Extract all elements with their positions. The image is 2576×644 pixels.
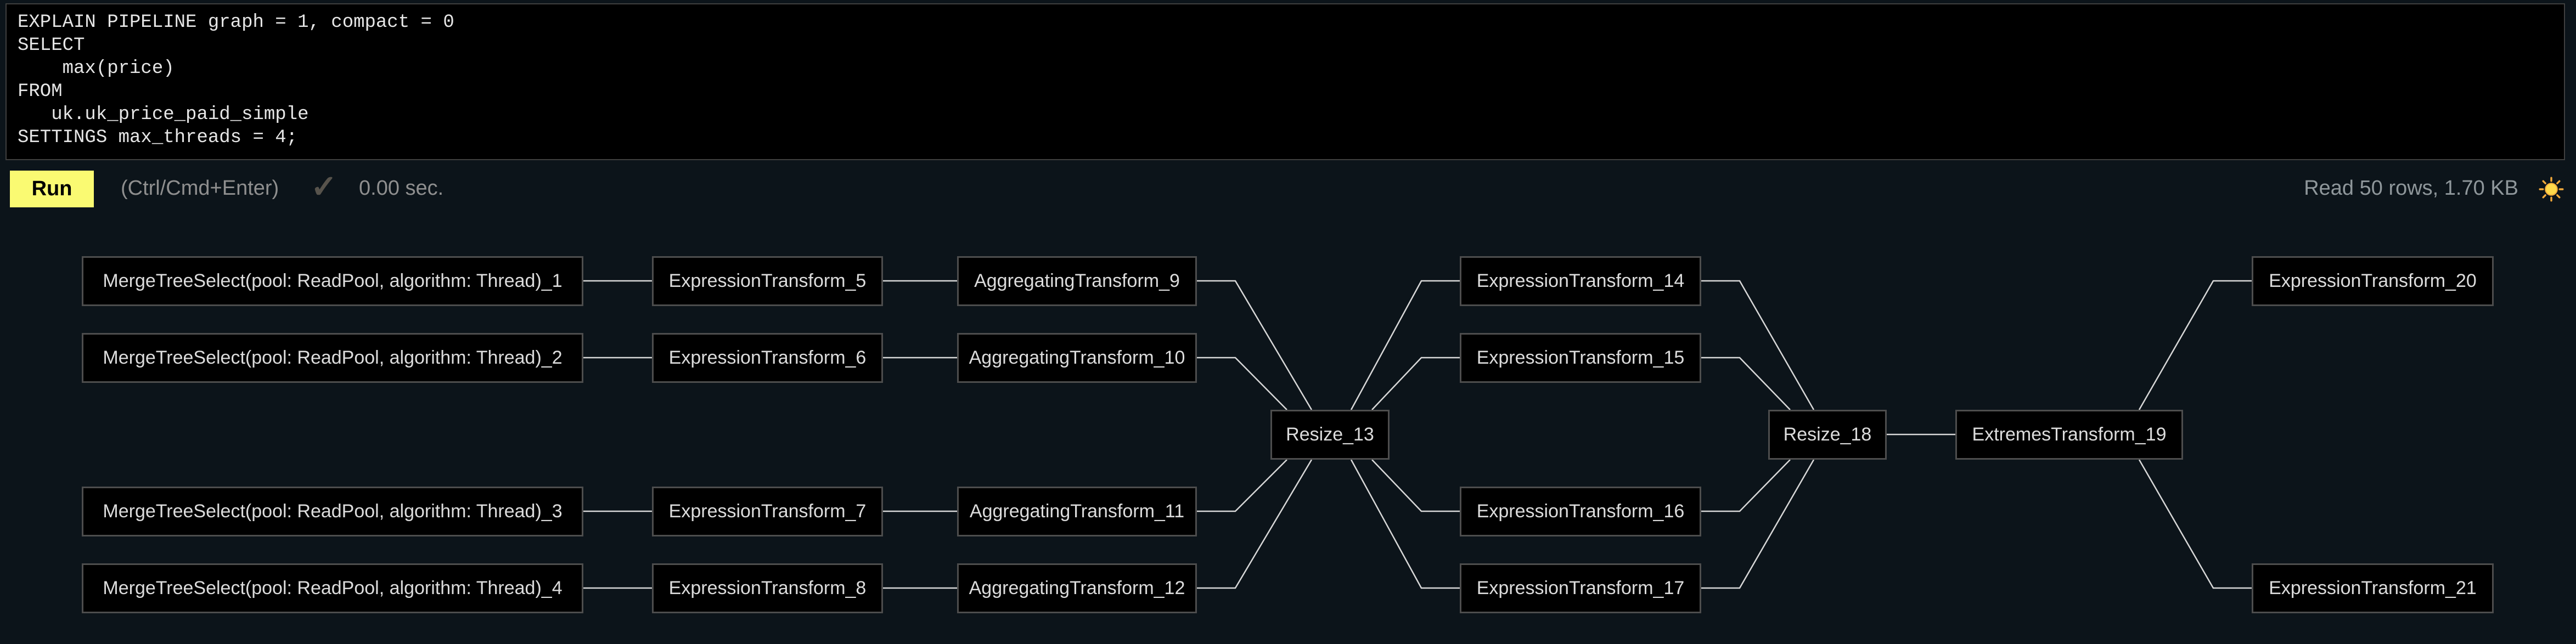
- pipeline-edge-ExpressionTransform_16-to-Resize_18: [1701, 459, 1791, 512]
- pipeline-edge-ExtremesTransform_19-to-ExpressionTransform_20: [2138, 280, 2252, 410]
- sun-icon: [2539, 177, 2564, 202]
- pipeline-node-ExpressionTransform_14: ExpressionTransform_14: [1460, 256, 1701, 306]
- pipeline-edge-ExpressionTransform_17-to-Resize_18: [1701, 459, 1815, 589]
- pipeline-edge-AggregatingTransform_9-to-Resize_13: [1197, 280, 1313, 410]
- pipeline-edge-ExpressionTransform_14-to-Resize_18: [1701, 280, 1815, 410]
- pipeline-node-ExpressionTransform_21: ExpressionTransform_21: [2252, 563, 2494, 613]
- pipeline-node-AggregatingTransform_11: AggregatingTransform_11: [957, 487, 1197, 536]
- pipeline-node-AggregatingTransform_10: AggregatingTransform_10: [957, 333, 1197, 383]
- pipeline-node-ExpressionTransform_16: ExpressionTransform_16: [1460, 487, 1701, 536]
- pipeline-node-ExpressionTransform_20: ExpressionTransform_20: [2252, 256, 2494, 306]
- pipeline-node-AggregatingTransform_9: AggregatingTransform_9: [957, 256, 1197, 306]
- pipeline-edge-Resize_13-to-ExpressionTransform_15: [1371, 357, 1460, 410]
- pipeline-edge-Resize_13-to-ExpressionTransform_14: [1350, 280, 1460, 410]
- pipeline-node-ExpressionTransform_5: ExpressionTransform_5: [652, 256, 883, 306]
- pipeline-node-ExpressionTransform_8: ExpressionTransform_8: [652, 563, 883, 613]
- shortcut-hint: (Ctrl/Cmd+Enter): [121, 177, 279, 200]
- pipeline-node-AggregatingTransform_12: AggregatingTransform_12: [957, 563, 1197, 613]
- pipeline-edge-AggregatingTransform_10-to-Resize_13: [1197, 357, 1287, 410]
- pipeline-node-ExtremesTransform_19: ExtremesTransform_19: [1955, 410, 2183, 460]
- pipeline-node-Resize_13: Resize_13: [1270, 410, 1390, 460]
- theme-toggle-sun-icon[interactable]: [2538, 176, 2564, 202]
- pipeline-edge-AggregatingTransform_11-to-Resize_13: [1197, 459, 1287, 512]
- pipeline-edge-ExpressionTransform_15-to-Resize_18: [1701, 357, 1791, 410]
- pipeline-node-ExpressionTransform_6: ExpressionTransform_6: [652, 333, 883, 383]
- pipeline-node-MergeTreeSelect_4: MergeTreeSelect(pool: ReadPool, algorith…: [82, 563, 583, 613]
- pipeline-node-MergeTreeSelect_1: MergeTreeSelect(pool: ReadPool, algorith…: [82, 256, 583, 306]
- pipeline-edge-AggregatingTransform_12-to-Resize_13: [1197, 459, 1313, 589]
- pipeline-edge-ExtremesTransform_19-to-ExpressionTransform_21: [2138, 459, 2252, 589]
- pipeline-node-Resize_18: Resize_18: [1768, 410, 1887, 460]
- success-check-icon: ✓: [311, 169, 338, 205]
- pipeline-edge-Resize_13-to-ExpressionTransform_16: [1371, 459, 1460, 512]
- pipeline-node-ExpressionTransform_15: ExpressionTransform_15: [1460, 333, 1701, 383]
- pipeline-node-ExpressionTransform_17: ExpressionTransform_17: [1460, 563, 1701, 613]
- run-button[interactable]: Run: [10, 171, 94, 207]
- read-stats: Read 50 rows, 1.70 KB: [2304, 177, 2518, 200]
- pipeline-node-MergeTreeSelect_3: MergeTreeSelect(pool: ReadPool, algorith…: [82, 487, 583, 536]
- elapsed-time: 0.00 sec.: [359, 177, 444, 200]
- pipeline-node-MergeTreeSelect_2: MergeTreeSelect(pool: ReadPool, algorith…: [82, 333, 583, 383]
- sql-editor[interactable]: EXPLAIN PIPELINE graph = 1, compact = 0 …: [5, 3, 2565, 160]
- pipeline-edge-Resize_13-to-ExpressionTransform_17: [1350, 459, 1460, 589]
- pipeline-node-ExpressionTransform_7: ExpressionTransform_7: [652, 487, 883, 536]
